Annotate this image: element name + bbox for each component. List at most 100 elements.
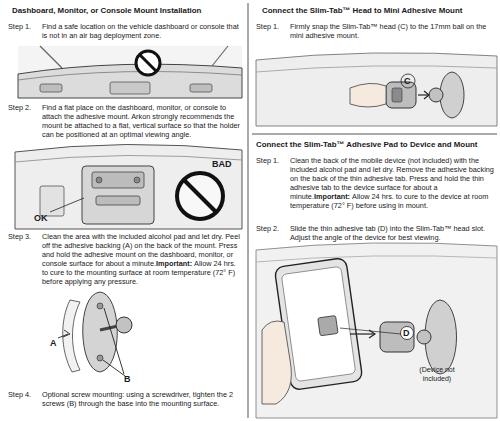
screw-hole	[97, 303, 103, 309]
leader-line	[340, 328, 401, 334]
air-vent	[40, 84, 62, 92]
mount-ball	[417, 330, 431, 344]
hand-fingers	[350, 83, 386, 107]
center-console	[82, 166, 154, 224]
label-text: Step 2.	[8, 103, 31, 112]
prohibited-sign	[136, 51, 160, 75]
dashboard-contour	[256, 66, 497, 72]
label-text: Step 4.	[8, 390, 31, 399]
slim-tab-head	[386, 82, 416, 108]
windshield-pillar	[40, 46, 62, 68]
label-text: Connect the Slim-Tab™ Head to Mini Adhes…	[262, 6, 462, 15]
label-text: Step 1.	[256, 22, 279, 31]
label-text: Find a flat place on the dashboard, moni…	[42, 103, 240, 139]
step-text: Find a safe location on the vehicle dash…	[42, 22, 242, 40]
label-text: Step 1.	[256, 156, 279, 165]
label-text: Step 3.	[8, 232, 31, 241]
radio-knob	[96, 177, 102, 183]
callout-letter: B	[124, 374, 131, 384]
callout-label: OK	[34, 213, 48, 223]
label-text: Step 1.	[8, 22, 31, 31]
section-heading: Dashboard, Monitor, or Console Mount Ins…	[12, 6, 201, 16]
mount-stem	[100, 326, 118, 330]
step-number: Step 2.	[256, 224, 279, 233]
dashboard-panel	[256, 243, 497, 418]
center-console	[110, 82, 150, 94]
dashboard-shape	[18, 64, 242, 98]
step-text: Clean the area with the included alcohol…	[42, 232, 242, 286]
air-vent	[190, 84, 212, 92]
label-text: OK	[34, 213, 48, 223]
prohibited-slash	[184, 180, 216, 212]
windshield-pillar	[212, 46, 228, 66]
label-text: Optional screw mounting: using a screwdr…	[42, 390, 233, 408]
step-text: Find a flat place on the dashboard, moni…	[42, 103, 242, 139]
label-text: Step 2.	[256, 224, 279, 233]
dashboard-contour	[15, 155, 242, 162]
callout-letter: D	[403, 328, 410, 338]
mount-ball	[116, 317, 132, 333]
step-number: Step 2.	[8, 103, 31, 112]
windshield-area	[18, 46, 242, 98]
label-text: B	[124, 374, 131, 384]
leader-line	[50, 198, 84, 212]
step-text: Clean the back of the mobile device (not…	[290, 156, 495, 210]
step-number: Step 1.	[256, 156, 279, 165]
arrow-head	[63, 330, 70, 337]
label-text: Dashboard, Monitor, or Console Mount Ins…	[12, 6, 201, 15]
radio-knob	[134, 177, 140, 183]
callout-label: BAD	[212, 159, 232, 169]
device-back	[281, 266, 355, 381]
label-text: Find a safe location on the vehicle dash…	[42, 22, 239, 40]
step-number: Step 4.	[8, 390, 31, 399]
motion-arrow	[418, 94, 428, 95]
label-text: BAD	[212, 159, 232, 169]
motion-arrow	[350, 333, 374, 334]
label-text: (Device not included)	[419, 366, 454, 382]
air-vent	[96, 196, 140, 205]
label-text: C	[404, 76, 411, 86]
column-divider	[248, 3, 249, 418]
callout-letter: C	[404, 76, 411, 86]
adhesive-mount-base	[83, 292, 118, 372]
dashboard-panel	[256, 53, 497, 126]
dashboard-panel	[15, 144, 242, 229]
section-heading: Connect the Slim-Tab™ Adhesive Pad to De…	[256, 140, 477, 150]
hand-shape	[262, 321, 291, 404]
mount-ball	[429, 88, 443, 102]
dashboard-contour	[256, 256, 497, 262]
radio-unit	[92, 172, 144, 188]
adhesive-backing	[63, 300, 80, 372]
dashboard-contour	[18, 71, 242, 80]
prohibited-sign	[177, 173, 223, 219]
step-number: Step 3.	[8, 232, 31, 241]
thin-adhesive-tab	[318, 316, 338, 336]
callout-circle	[401, 327, 414, 340]
step-number: Step 1.	[8, 22, 31, 31]
arrow-head	[424, 91, 429, 99]
prohibited-slash	[140, 55, 156, 71]
section-heading: Connect the Slim-Tab™ Head to Mini Adhes…	[262, 6, 462, 16]
step-text: Slide the thin adhesive tab (D) into the…	[290, 224, 495, 242]
slim-tab-head	[380, 322, 414, 352]
important-note: Important:	[314, 192, 350, 201]
label-text: Firmly snap the Slim-Tab™ head (C) to th…	[290, 22, 486, 40]
callout-letter: A	[50, 338, 57, 348]
leader-line	[103, 360, 125, 376]
label-text: D	[403, 328, 410, 338]
important-note: Important:	[156, 259, 192, 268]
callout-circle	[401, 74, 415, 88]
label-text: Connect the Slim-Tab™ Adhesive Pad to De…	[256, 140, 477, 149]
section-divider	[252, 134, 497, 135]
step-text: Firmly snap the Slim-Tab™ head (C) to th…	[290, 22, 495, 40]
leader-line	[104, 308, 124, 374]
label-text: A	[50, 338, 57, 348]
step-number: Step 1.	[256, 22, 279, 31]
adhesive-mount-base	[440, 72, 464, 118]
step-text: Optional screw mounting: using a screwdr…	[42, 390, 242, 408]
head-slot	[392, 88, 402, 102]
label-text: Slide the thin adhesive tab (D) into the…	[290, 224, 485, 242]
leader-line	[58, 334, 68, 338]
